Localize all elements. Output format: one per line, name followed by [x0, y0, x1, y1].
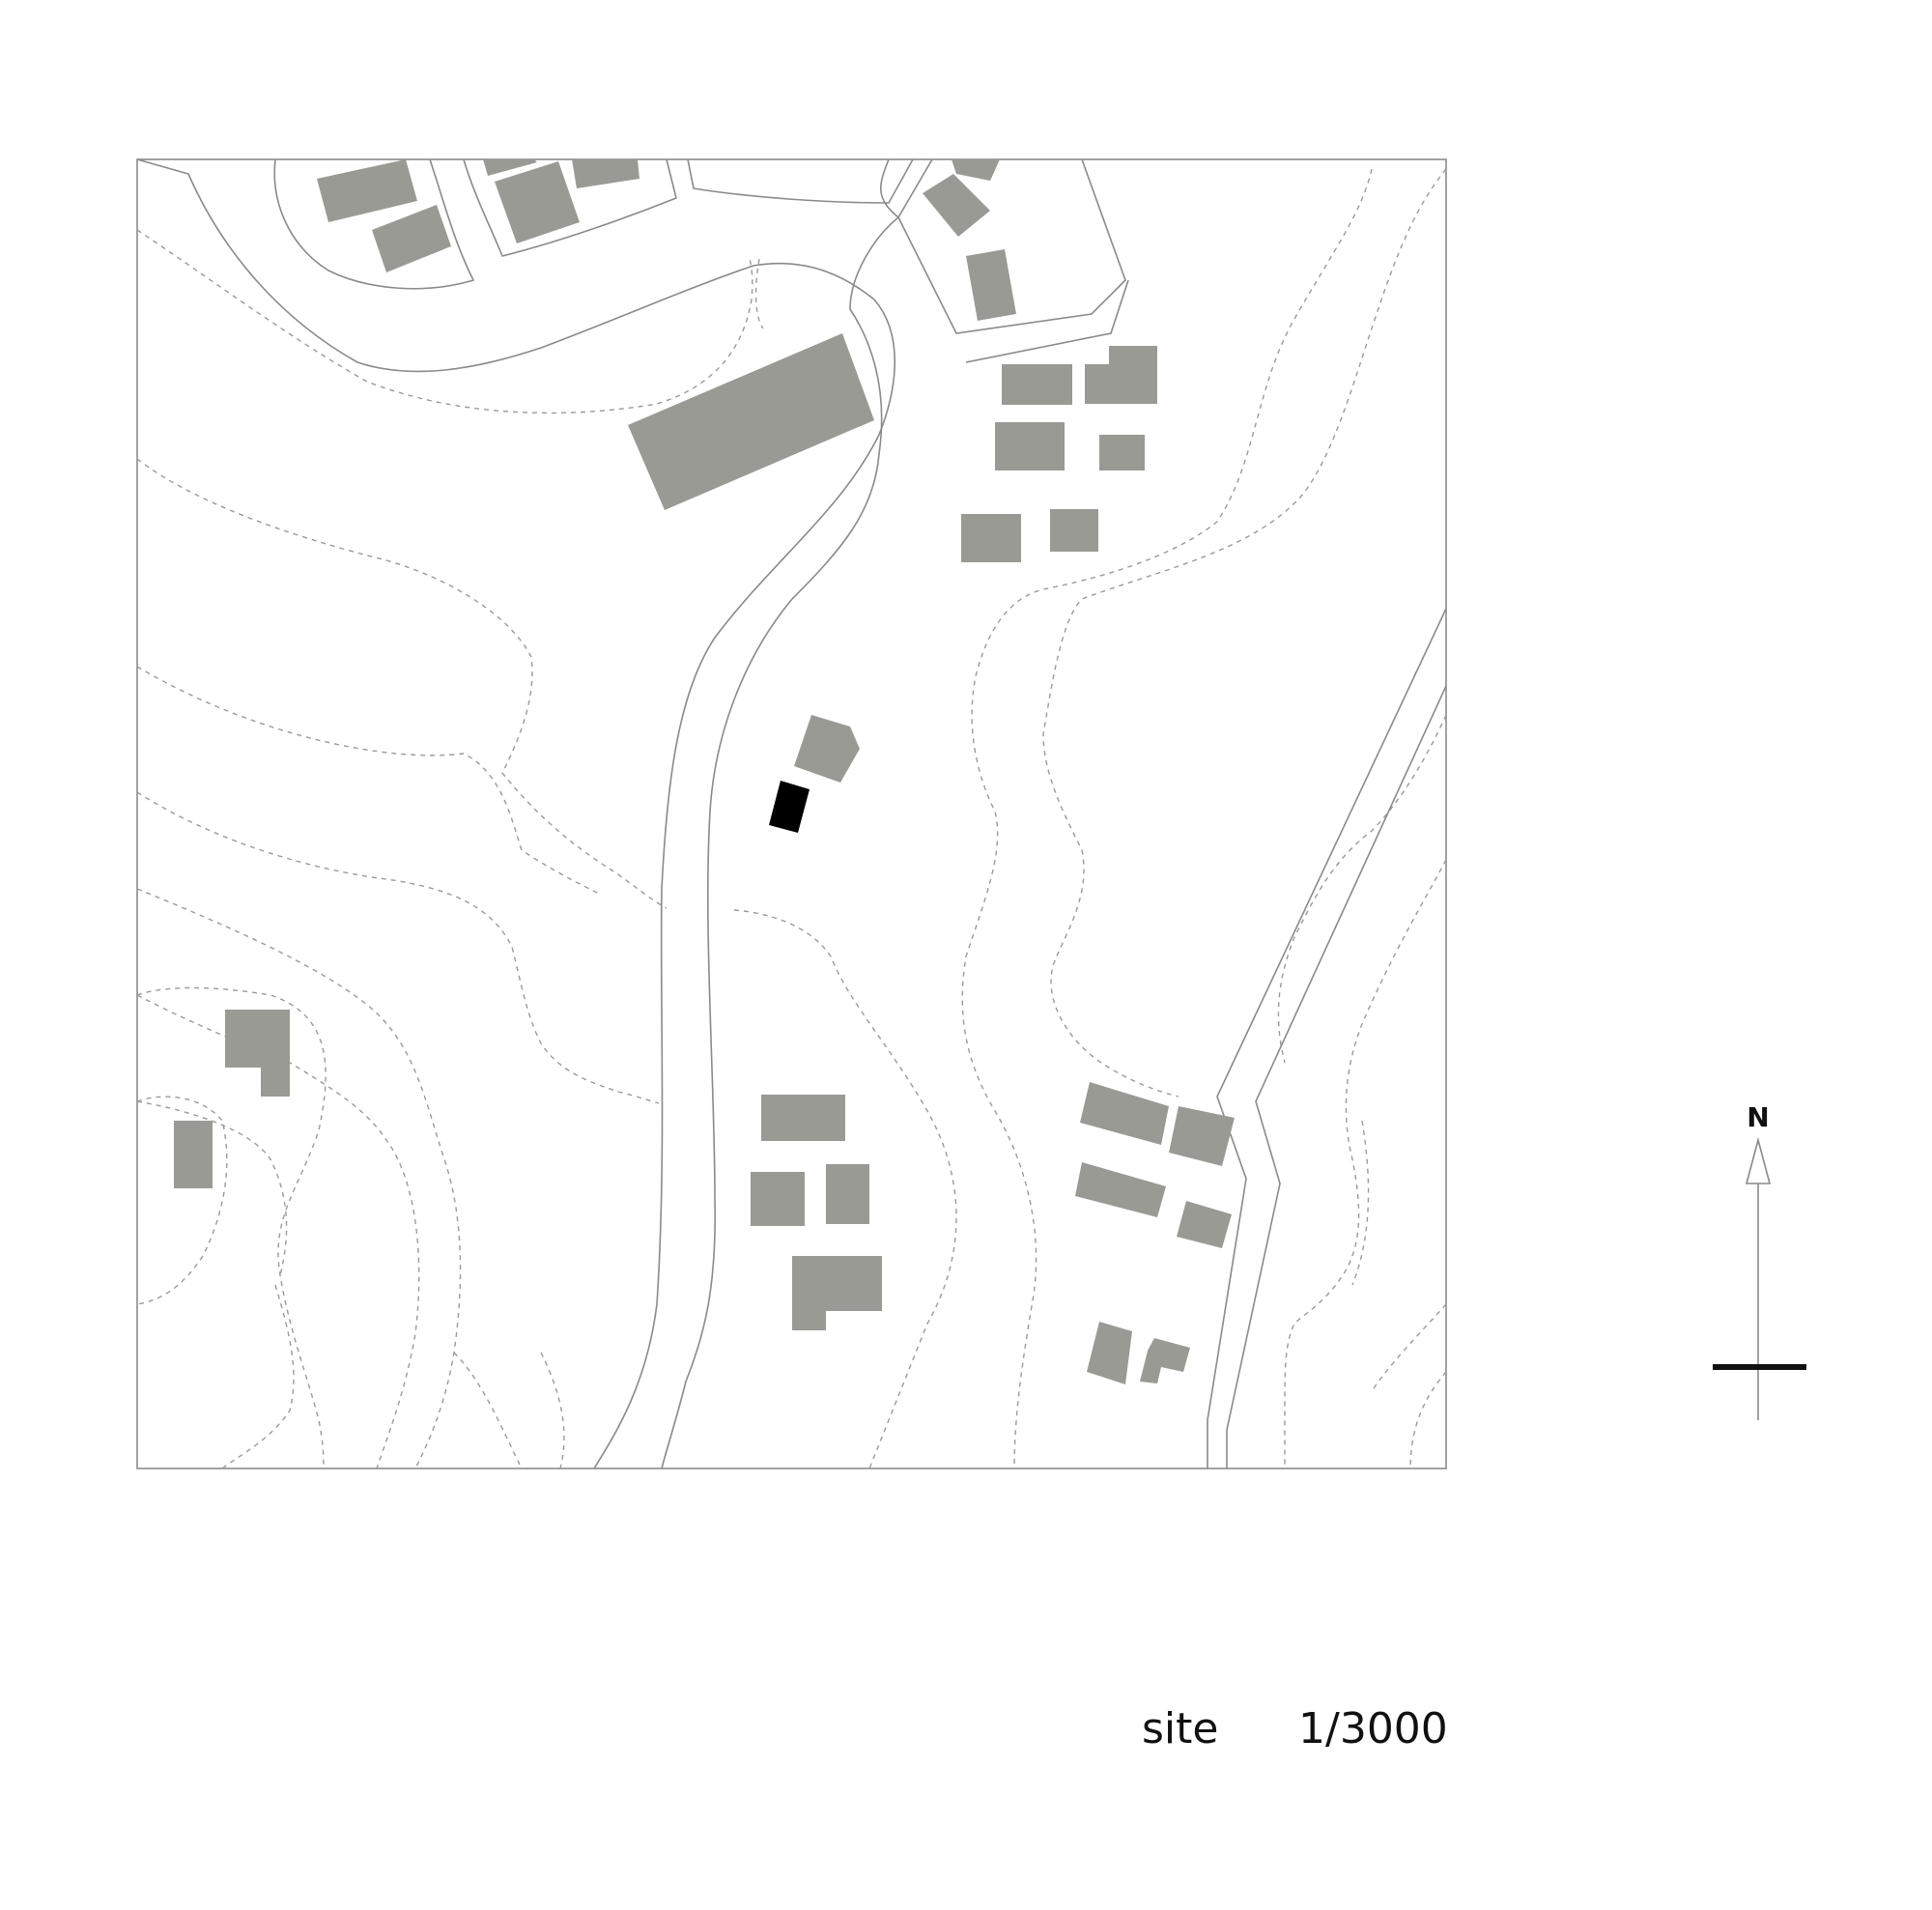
building	[792, 1256, 882, 1330]
building	[1085, 346, 1157, 404]
building	[1177, 1201, 1232, 1248]
building	[826, 1164, 869, 1224]
building	[794, 715, 860, 783]
buildings	[174, 159, 1235, 1384]
building	[372, 205, 451, 272]
contour-lines	[136, 168, 1447, 1469]
building	[995, 422, 1065, 470]
building-subject	[769, 781, 810, 833]
caption-scale: 1/3000	[1298, 1704, 1448, 1753]
building	[923, 174, 990, 237]
building	[1099, 435, 1145, 470]
building	[483, 159, 537, 176]
north-label: N	[1747, 1101, 1770, 1133]
building	[1169, 1106, 1235, 1166]
building	[572, 159, 639, 188]
building	[761, 1095, 845, 1141]
building	[1080, 1082, 1169, 1145]
building	[952, 159, 1000, 181]
building	[1075, 1162, 1166, 1217]
north-arrow-icon	[1713, 1136, 1806, 1420]
building	[751, 1172, 805, 1226]
building	[1050, 509, 1098, 552]
road-network	[136, 158, 1447, 1469]
caption-label: site	[1142, 1704, 1219, 1753]
building	[961, 514, 1021, 562]
building	[495, 161, 580, 243]
building	[317, 159, 417, 222]
building	[628, 333, 874, 510]
building	[1140, 1338, 1190, 1383]
building	[174, 1121, 213, 1188]
building	[1002, 364, 1072, 405]
building	[1087, 1322, 1132, 1384]
building	[225, 1010, 290, 1097]
building	[966, 249, 1016, 321]
